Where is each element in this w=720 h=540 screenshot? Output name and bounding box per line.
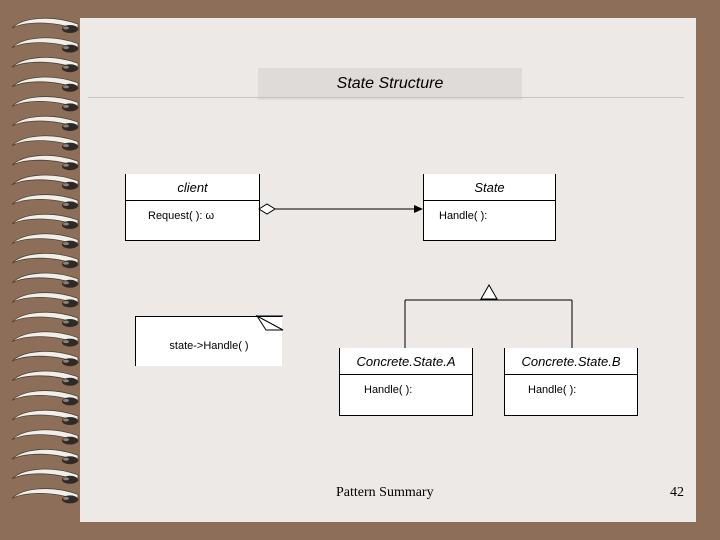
- footer-text: Pattern Summary: [336, 485, 434, 500]
- class-concrete-state-b: Concrete.State.B Handle( ):: [504, 348, 638, 416]
- binder-ring: [11, 37, 79, 53]
- class-state: State Handle( ):: [423, 174, 556, 241]
- generalization-triangle: [480, 283, 498, 300]
- binder-ring: [11, 76, 79, 92]
- aggregation-arrowhead: [414, 205, 423, 213]
- binder-ring: [11, 272, 79, 288]
- binder-ring: [11, 370, 79, 386]
- class-concrete-state-b-operation: Handle( ):: [528, 384, 577, 396]
- binder-ring: [11, 57, 79, 73]
- binder-ring: [11, 449, 79, 465]
- note-fold: [255, 314, 284, 331]
- class-concrete-state-b-name: Concrete.State.B: [505, 348, 637, 375]
- class-concrete-state-a: Concrete.State.A Handle( ):: [339, 348, 473, 416]
- binder-ring: [11, 233, 79, 249]
- binder-ring: [11, 96, 79, 112]
- binder-ring: [11, 429, 79, 445]
- note-corner: [255, 314, 284, 331]
- binder-ring: [11, 468, 79, 484]
- generalization-connector: [404, 283, 573, 348]
- binder-ring: [11, 351, 79, 367]
- binder-ring: [11, 253, 79, 269]
- binder-ring: [11, 292, 79, 308]
- class-client: client Request( ): ω: [125, 174, 260, 241]
- class-state-name: State: [424, 174, 555, 201]
- page-number: 42: [670, 485, 684, 500]
- binder-ring: [11, 17, 79, 33]
- class-concrete-state-a-name: Concrete.State.A: [340, 348, 472, 375]
- slide-title: State Structure: [258, 68, 522, 100]
- class-client-operation: Request( ): ω: [148, 210, 215, 222]
- class-client-name: client: [126, 174, 259, 201]
- aggregation-connector: [258, 203, 423, 215]
- binder-ring: [11, 409, 79, 425]
- title-rule: [88, 97, 684, 98]
- binder-ring: [11, 390, 79, 406]
- binder-ring: [11, 135, 79, 151]
- note-box: state->Handle( ): [135, 316, 282, 366]
- binder-ring: [11, 194, 79, 210]
- note-text: state->Handle( ): [169, 339, 249, 352]
- binder-rings: [11, 17, 79, 504]
- binder-ring: [11, 174, 79, 190]
- binder-ring: [11, 115, 79, 131]
- slide-page: [80, 18, 696, 522]
- binder-ring: [11, 488, 79, 504]
- aggregation-diamond: [258, 203, 276, 215]
- class-concrete-state-a-operation: Handle( ):: [364, 384, 413, 396]
- binder-ring: [11, 155, 79, 171]
- binder-ring: [11, 331, 79, 347]
- binder-ring: [11, 311, 79, 327]
- class-state-operation: Handle( ):: [439, 210, 488, 222]
- binder-ring: [11, 213, 79, 229]
